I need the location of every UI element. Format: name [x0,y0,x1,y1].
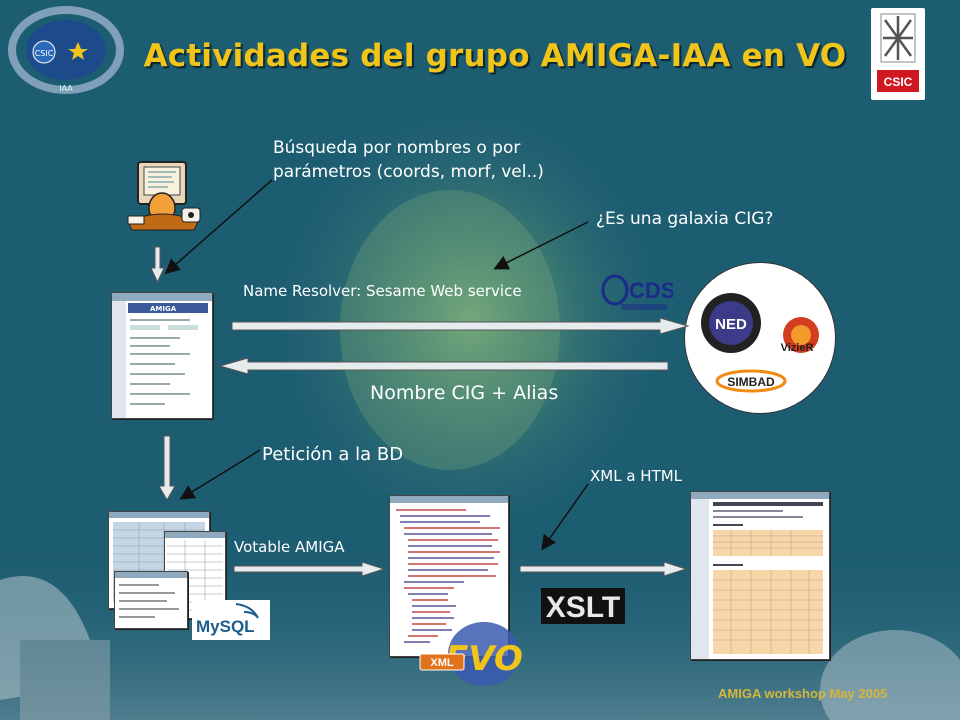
simbad-logo: SIMBAD [727,375,775,389]
cig-pointer-arrow [493,221,589,270]
block-arrow-to-votable [233,561,386,577]
cds-logo: CDS [601,274,673,310]
user-computer-icon [127,161,201,231]
xml-html-label: XML a HTML [590,467,683,485]
astro-databases-circle: NED VizieR SIMBAD [684,262,836,414]
xml-html-pointer-arrow [541,483,589,551]
evo-logo: EVO XML [419,622,523,686]
search-label: Búsqueda por nombres o por parámetros (c… [273,136,544,184]
vizier-logo: VizieR [781,342,814,354]
ned-logo: NED [715,316,747,333]
antenna-silhouette [0,576,110,720]
svg-text:CSIC: CSIC [35,49,54,58]
db-request-pointer-arrow [179,449,261,500]
block-arrow-to-databases [231,317,690,335]
db-request-label: Petición a la BD [262,444,404,465]
xslt-logo: XSLT [541,588,625,624]
cig-alias-label: Nombre CIG + Alias [370,382,559,404]
csic-logo: CSIC [871,8,925,100]
block-arrow-down-1 [150,246,165,284]
search-label-line1: Búsqueda por nombres o por [273,138,521,158]
search-pointer-arrow [164,179,273,274]
xml-badge: XML [430,657,454,669]
block-arrow-from-databases [218,357,669,375]
cig-question-label: ¿Es una galaxia CIG? [596,209,774,229]
votable-label: Votable AMIGA [234,538,345,556]
name-resolver-label: Name Resolver: Sesame Web service [243,282,522,300]
footer-text: AMIGA workshop May 2005 [718,686,888,701]
iaa-logo: CSIC IAA [8,6,124,94]
search-label-line2: parámetros (coords, morf, vel..) [273,162,544,182]
svg-text:MySQL: MySQL [196,617,255,636]
block-arrow-down-2 [158,435,176,502]
svg-text:CSIC: CSIC [884,75,913,89]
db-result-tables-screenshot [108,511,226,629]
block-arrow-to-html [519,561,688,577]
svg-text:AMIGA: AMIGA [150,305,177,313]
svg-text:CDS: CDS [629,278,673,303]
html-result-screenshot [690,491,830,660]
observatory-dome-silhouette [820,630,960,720]
svg-text:IAA: IAA [59,84,73,93]
svg-text:XSLT: XSLT [546,591,620,624]
slide-title: Actividades del grupo AMIGA-IAA en VO [143,38,847,74]
mysql-logo: MySQL [192,600,270,640]
amiga-search-form-screenshot: AMIGA [111,292,213,419]
